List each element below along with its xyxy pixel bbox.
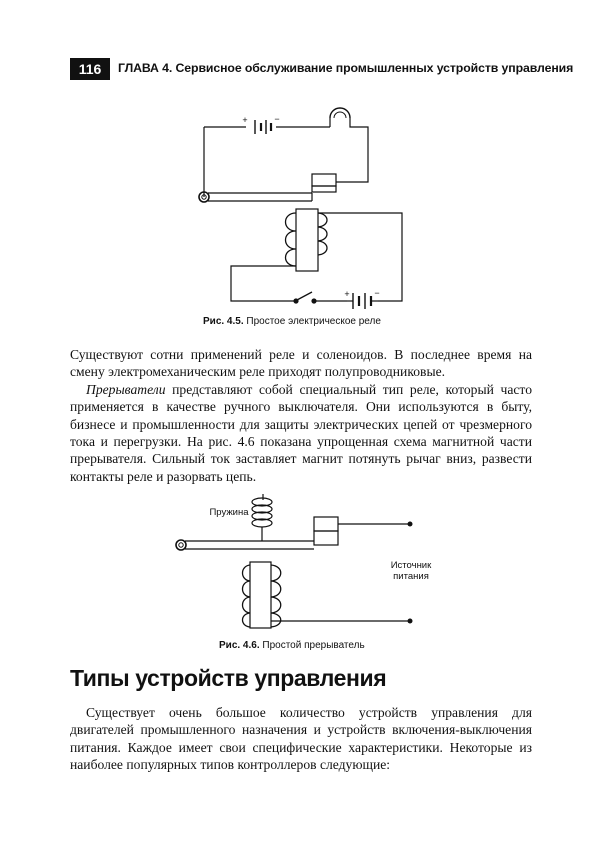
figure-caption-4-5: Рис. 4.5. Простое электрическое реле (203, 316, 381, 327)
caption-text: Простой прерыватель (259, 640, 365, 651)
lamp-filament (333, 111, 347, 119)
battery-bottom-plus: + (344, 289, 350, 299)
battery-top-minus: − (274, 114, 280, 124)
body-text: Существуют сотни применений реле и солен… (70, 346, 532, 485)
source-terminal-upper (407, 521, 413, 527)
chapter-title: ГЛАВА 4. Сервисное обслуживание промышле… (118, 61, 574, 75)
relay-wire-bottom-left (230, 265, 296, 302)
section-body: Существует очень большое количество устр… (70, 704, 532, 774)
lamp-bulb (329, 107, 351, 119)
caption-text: Простое электрическое реле (243, 316, 381, 327)
source-terminal-lower (407, 618, 413, 624)
relay-wire-bottom-right (318, 212, 403, 302)
relay-pivot (198, 191, 210, 203)
paragraph-2-text: представляют собой специальный тип реле,… (70, 381, 532, 484)
power-source-label-line2: питания (393, 571, 429, 582)
relay-coil-winding-left (284, 212, 297, 267)
switch-contact-right (311, 298, 317, 304)
breaker-contact-lower (313, 530, 339, 546)
breaker-lever (185, 540, 314, 550)
relay-coil-core (295, 208, 319, 272)
breaker-contact-upper (313, 516, 339, 532)
section-heading: Типы устройств управления (70, 665, 387, 691)
paragraph-1: Существуют сотни применений реле и солен… (70, 347, 532, 380)
section-paragraph: Существует очень большое количество устр… (70, 705, 532, 773)
page-number: 116 (70, 58, 110, 80)
term-breakers: Прерыватели (86, 381, 166, 397)
paragraph-2: Прерыватели представляют собой специальн… (70, 381, 532, 485)
battery-top-plus: + (242, 115, 248, 125)
battery-bottom-minus: − (374, 288, 380, 298)
figure-caption-4-6: Рис. 4.6. Простой прерыватель (219, 640, 365, 651)
breaker-diagram (175, 494, 410, 629)
relay-wire-lamp-right (336, 118, 369, 183)
breaker-magnet-core (249, 561, 272, 629)
power-source-label: Источник питания (378, 560, 444, 582)
relay-armature (208, 192, 313, 202)
spring-label: Пружина (209, 507, 249, 518)
relay-contact-upper (311, 173, 337, 187)
caption-label: Рис. 4.5. (203, 316, 244, 327)
caption-label: Рис. 4.6. (219, 640, 260, 651)
breaker-pivot (175, 539, 187, 551)
switch-blade (296, 291, 313, 301)
power-source-label-line1: Источник (390, 560, 432, 571)
relay-contact-lower (311, 185, 337, 193)
